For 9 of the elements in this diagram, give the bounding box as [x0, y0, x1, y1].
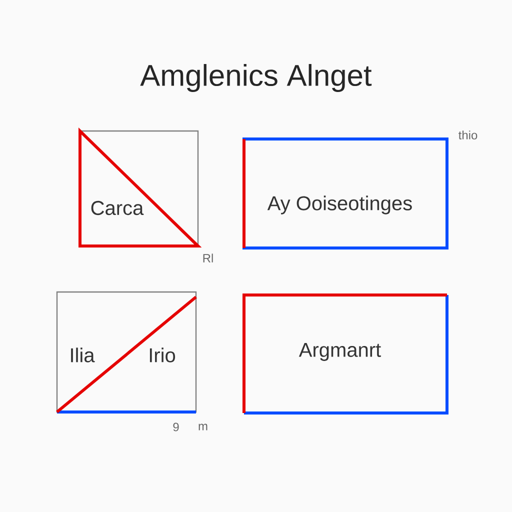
small-label: Rl: [203, 254, 213, 262]
small-label: m: [198, 424, 208, 430]
box-label: Carca: [91, 200, 144, 216]
box-label: Argmanrt: [298, 343, 381, 361]
small-label: thio: [458, 130, 478, 140]
box-label: Irio: [150, 348, 176, 362]
box-label: Ay Ooiseotinges: [267, 196, 412, 214]
box-label: Ilia: [71, 348, 95, 362]
title: Amglenics Alnget: [140, 64, 372, 92]
